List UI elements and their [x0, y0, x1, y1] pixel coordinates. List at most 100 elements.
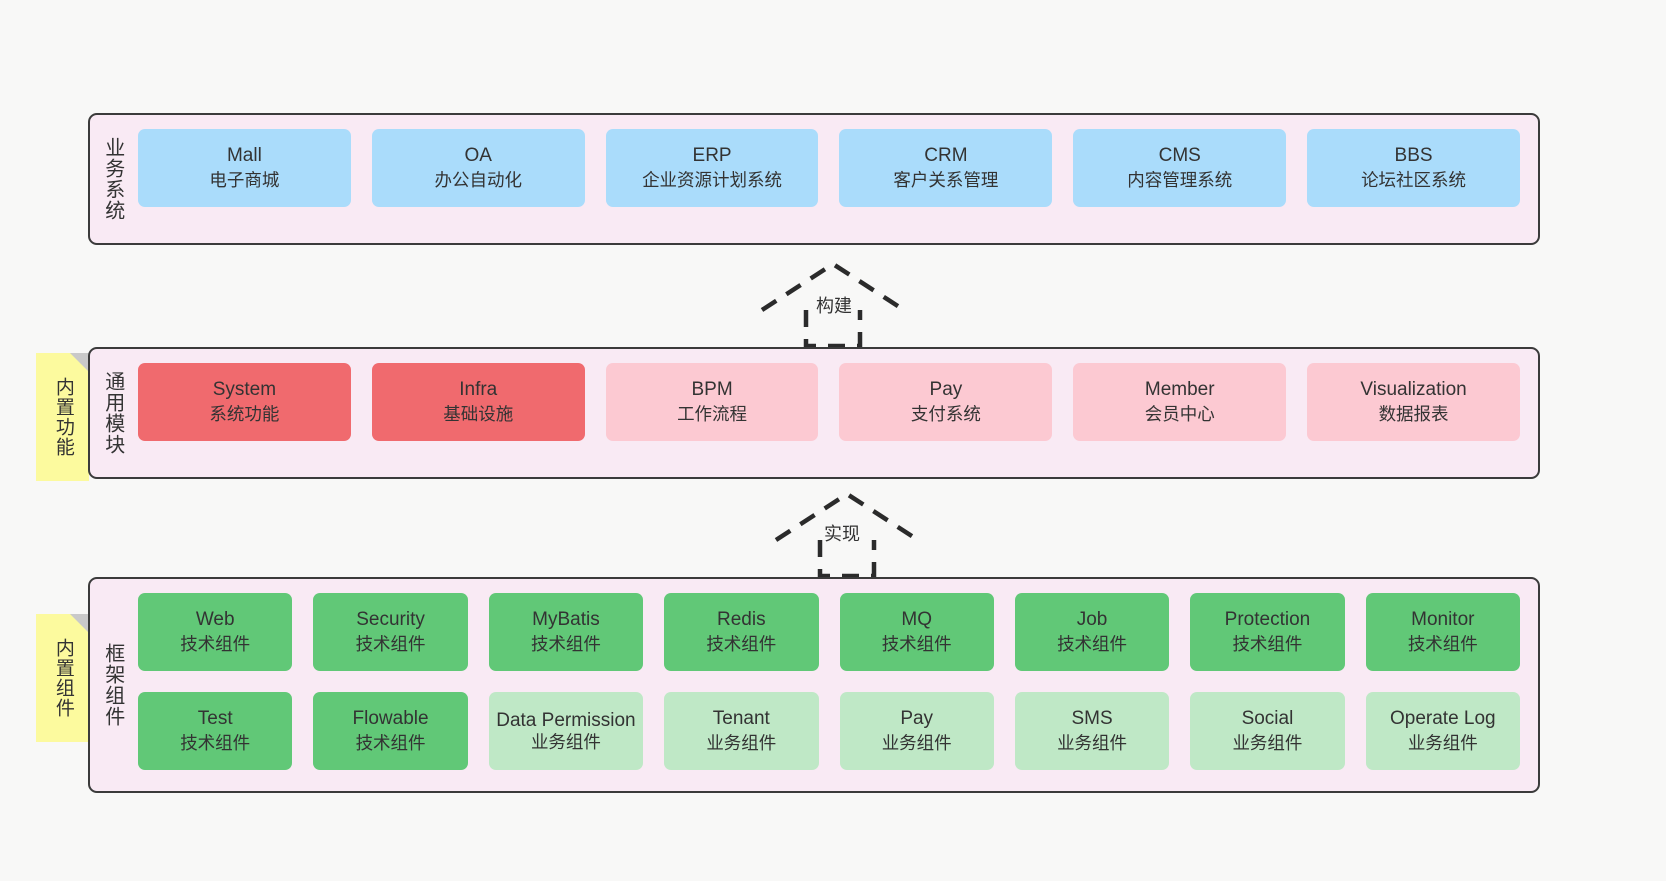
cell-oa[interactable]: OA 办公自动化	[371, 129, 585, 207]
cell-subtitle: 技术组件	[180, 732, 251, 753]
cell-operate-log[interactable]: Operate Log 业务组件	[1365, 692, 1520, 770]
cell-subtitle: 基础设施	[443, 403, 514, 424]
cell-data-permission[interactable]: Data Permission 业务组件	[488, 692, 644, 770]
layer-business-system: 业务系统 Mall 电子商城 OA 办公自动化 ERP 企业资源计划系统 CRM…	[88, 113, 1540, 245]
cell-title: Pay	[900, 708, 934, 730]
connector-label-build: 构建	[816, 296, 852, 316]
cell-title: MQ	[901, 609, 932, 631]
sticky-note-label: 内置组件	[52, 638, 74, 718]
cell-title: System	[212, 379, 277, 401]
cell-subtitle: 技术组件	[1407, 633, 1478, 654]
cell-title: Flowable	[352, 708, 429, 730]
cell-title: Mall	[226, 145, 262, 167]
cell-title: OA	[464, 145, 492, 167]
cell-member[interactable]: Member 会员中心	[1073, 363, 1287, 441]
cell-subtitle: 技术组件	[1057, 633, 1128, 654]
cell-subtitle: 业务组件	[706, 732, 777, 753]
cell-title: Infra	[459, 379, 498, 401]
cell-title: CRM	[924, 145, 968, 167]
cell-test[interactable]: Test 技术组件	[138, 692, 293, 770]
cell-subtitle: 技术组件	[530, 633, 601, 654]
sticky-note-label: 内置功能	[52, 377, 74, 457]
cell-title: BPM	[691, 379, 733, 401]
cell-title: Security	[356, 609, 425, 631]
cell-flowable[interactable]: Flowable 技术组件	[313, 692, 468, 770]
cell-system[interactable]: System 系统功能	[138, 363, 351, 441]
layer-framework-component-cells: Web 技术组件 Security 技术组件 MyBatis 技术组件 Redi…	[134, 579, 1538, 791]
cell-subtitle: 数据报表	[1378, 403, 1449, 424]
cell-subtitle: 技术组件	[355, 732, 426, 753]
generalization-arrow-build-icon	[758, 258, 908, 350]
cell-subtitle: 工作流程	[677, 403, 748, 424]
cell-title: MyBatis	[532, 609, 600, 631]
cell-protection[interactable]: Protection 技术组件	[1190, 593, 1345, 671]
cell-security[interactable]: Security 技术组件	[313, 593, 468, 671]
cell-subtitle: 支付系统	[910, 403, 981, 424]
cell-title: Test	[197, 708, 233, 730]
cell-title: Operate Log	[1389, 708, 1496, 730]
layer-business-system-label: 业务系统	[101, 137, 124, 221]
cell-mall[interactable]: Mall 电子商城	[138, 129, 351, 207]
layer-framework-component: 框架组件 Web 技术组件 Security 技术组件 MyBatis 技术组件…	[88, 577, 1540, 793]
cell-title: Job	[1076, 609, 1108, 631]
cell-visualization[interactable]: Visualization 数据报表	[1307, 363, 1520, 441]
cell-title: Visualization	[1360, 379, 1467, 401]
cell-subtitle: 客户关系管理	[893, 169, 999, 190]
cell-title: BBS	[1394, 145, 1433, 167]
cell-subtitle: 企业资源计划系统	[642, 169, 783, 190]
layer-common-module: 通用模块 System 系统功能 Infra 基础设施 BPM 工作流程 Pay…	[88, 347, 1540, 479]
cell-subtitle: 内容管理系统	[1127, 169, 1233, 190]
cell-cms[interactable]: CMS 内容管理系统	[1073, 129, 1287, 207]
generalization-arrow-implement-icon	[772, 488, 922, 580]
cell-subtitle: 业务组件	[881, 732, 952, 753]
cell-title: Monitor	[1411, 609, 1475, 631]
cell-subtitle: 电子商城	[209, 169, 280, 190]
cell-infra[interactable]: Infra 基础设施	[371, 363, 585, 441]
cell-sms[interactable]: SMS 业务组件	[1014, 692, 1170, 770]
cell-mq[interactable]: MQ 技术组件	[839, 593, 994, 671]
cell-subtitle: 业务组件	[1057, 732, 1128, 753]
cell-job[interactable]: Job 技术组件	[1014, 593, 1170, 671]
cell-pay-module[interactable]: Pay 支付系统	[839, 363, 1053, 441]
cell-subtitle: 业务组件	[530, 731, 601, 752]
cell-subtitle: 技术组件	[1232, 633, 1303, 654]
cell-erp[interactable]: ERP 企业资源计划系统	[605, 129, 819, 207]
connector-label-implement: 实现	[824, 524, 860, 544]
cell-subtitle: 论坛社区系统	[1361, 169, 1467, 190]
cell-subtitle: 办公自动化	[434, 169, 522, 190]
cell-title: Tenant	[712, 708, 770, 730]
cell-social[interactable]: Social 业务组件	[1190, 692, 1345, 770]
cell-crm[interactable]: CRM 客户关系管理	[839, 129, 1053, 207]
cell-monitor[interactable]: Monitor 技术组件	[1365, 593, 1520, 671]
cell-subtitle: 技术组件	[355, 633, 426, 654]
cell-title: Pay	[929, 379, 963, 401]
cell-title: CMS	[1158, 145, 1201, 167]
cell-redis[interactable]: Redis 技术组件	[664, 593, 819, 671]
cell-title: ERP	[692, 145, 732, 167]
cell-bpm[interactable]: BPM 工作流程	[605, 363, 819, 441]
layer-business-system-cells: Mall 电子商城 OA 办公自动化 ERP 企业资源计划系统 CRM 客户关系…	[134, 115, 1538, 243]
cell-subtitle: 会员中心	[1144, 403, 1215, 424]
cell-title: Redis	[717, 609, 766, 631]
cell-tenant[interactable]: Tenant 业务组件	[664, 692, 819, 770]
cell-subtitle: 业务组件	[1232, 732, 1303, 753]
cell-pay-component[interactable]: Pay 业务组件	[839, 692, 994, 770]
cell-subtitle: 技术组件	[180, 633, 251, 654]
cell-subtitle: 技术组件	[881, 633, 952, 654]
cell-mybatis[interactable]: MyBatis 技术组件	[488, 593, 644, 671]
cell-title: Social	[1241, 708, 1294, 730]
cell-subtitle: 系统功能	[209, 403, 280, 424]
cell-bbs[interactable]: BBS 论坛社区系统	[1307, 129, 1520, 207]
cell-title: SMS	[1071, 708, 1113, 730]
cell-title: Protection	[1224, 609, 1311, 631]
cell-web[interactable]: Web 技术组件	[138, 593, 293, 671]
layer-common-module-label: 通用模块	[101, 371, 124, 455]
note-fold-corner-icon	[70, 614, 89, 633]
note-fold-corner-icon	[70, 353, 89, 372]
cell-subtitle: 技术组件	[706, 633, 777, 654]
cell-title: Web	[195, 609, 235, 631]
sticky-note-built-in-functions: 内置功能	[36, 353, 89, 481]
sticky-note-built-in-components: 内置组件	[36, 614, 89, 742]
cell-title: Member	[1144, 379, 1215, 401]
